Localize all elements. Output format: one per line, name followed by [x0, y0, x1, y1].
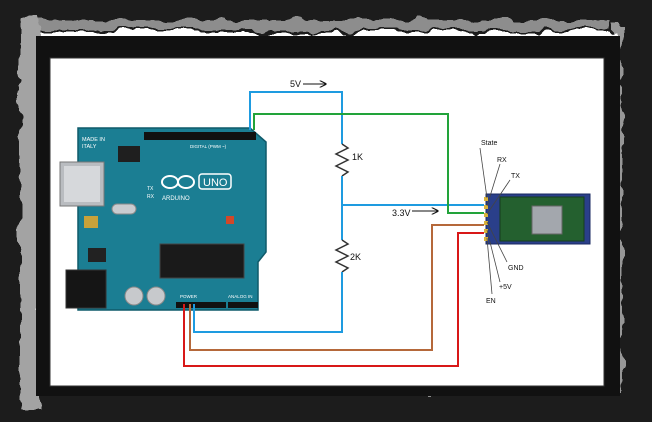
label-2k: 2K: [350, 252, 361, 262]
crystal: [111, 203, 137, 215]
wire-green-rx: [253, 113, 484, 214]
uno-badge: [198, 173, 232, 190]
power-header: [176, 302, 226, 308]
capacitor-2: [146, 286, 166, 306]
pin-tx: TX: [511, 173, 520, 180]
voltage-regulator: [88, 248, 106, 262]
wire-brown-gnd: [189, 224, 484, 351]
wire-ground-divider: [193, 272, 343, 333]
pin-5v: +5V: [499, 284, 512, 291]
reset-button: [84, 216, 98, 228]
italy-text: ITALY: [82, 144, 97, 150]
hc05-bluetooth-module: State RX TX GND +5V EN: [479, 140, 591, 305]
rx-label: RX: [147, 194, 155, 200]
resistor-1k: [334, 143, 350, 177]
pin-gnd: GND: [508, 265, 524, 272]
usb-chip: [118, 146, 140, 162]
arduino-uno-board: MADE IN ITALY DIGITAL (PWM ~) TX RX ARDU…: [59, 127, 267, 311]
digital-header: [144, 132, 256, 140]
tx-label: TX: [147, 186, 154, 192]
module-pins: [484, 197, 488, 241]
made-in-text: MADE IN: [82, 137, 105, 143]
voltage-divider: [183, 91, 484, 367]
analog-label: ANALOG IN: [228, 294, 253, 299]
label-5v: 5V: [290, 79, 301, 89]
arduino-brand-text: ARDUINO: [162, 196, 190, 202]
arduino-logo-icon: [161, 175, 195, 189]
wire-red-5v: [183, 232, 484, 367]
power-jack: [65, 269, 107, 309]
analog-header: [228, 302, 258, 308]
label-1k: 1K: [352, 152, 363, 162]
resistor-2k: [334, 239, 350, 273]
power-label: POWER: [180, 294, 198, 299]
uno-text: UNO: [203, 177, 228, 189]
label-3v3: 3.3V: [392, 208, 411, 218]
digital-label: DIGITAL (PWM ~): [190, 144, 227, 149]
wire-5v-tx: [249, 91, 343, 144]
pin-rx: RX: [497, 157, 507, 164]
atmega-chip: [159, 243, 245, 279]
capacitor-1: [124, 286, 144, 306]
pin-en: EN: [486, 298, 496, 305]
pin-state: State: [481, 140, 497, 147]
module-chip: [531, 205, 563, 235]
status-led: [226, 216, 234, 224]
